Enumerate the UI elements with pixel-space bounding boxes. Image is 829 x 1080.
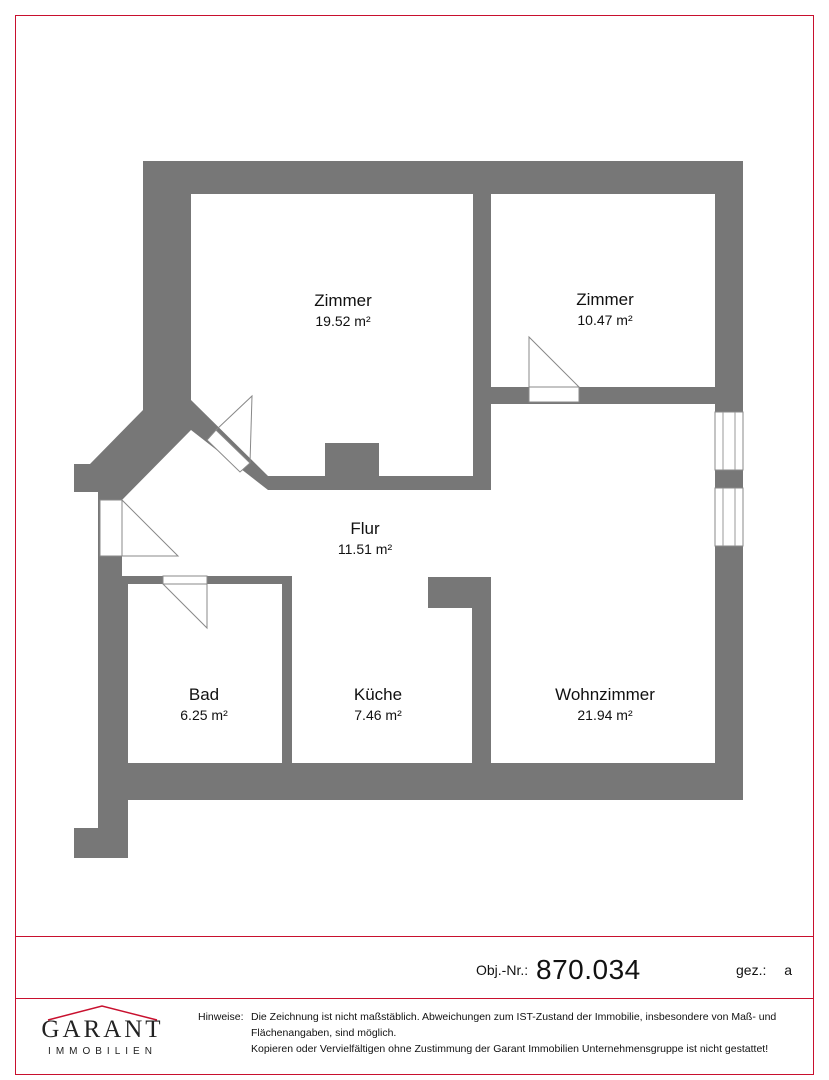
room-flur bbox=[122, 404, 715, 763]
disclaimer-line-3: Kopieren oder Vervielfältigen ohne Zusti… bbox=[251, 1043, 769, 1055]
wall-zimmer2-bottom bbox=[491, 387, 715, 404]
room-area: 7.46 m² bbox=[354, 707, 402, 723]
logo-name: GARANT bbox=[41, 1016, 164, 1043]
room-area: 6.25 m² bbox=[180, 707, 228, 723]
wall-bad-kueche bbox=[282, 576, 292, 763]
drawn-by-label: gez.: bbox=[736, 962, 767, 978]
room-name: Wohnzimmer bbox=[555, 685, 655, 704]
room-area: 10.47 m² bbox=[577, 312, 633, 328]
room-label-kueche: Küche 7.46 m² bbox=[278, 684, 478, 725]
room-area: 19.52 m² bbox=[315, 313, 371, 329]
drawn-by-value: a bbox=[784, 962, 793, 978]
object-number-value: 870.034 bbox=[536, 954, 641, 985]
footer-divider-top bbox=[15, 936, 814, 937]
disclaimer-line-1: Die Zeichnung ist nicht maßstäblich. Abw… bbox=[251, 1011, 777, 1023]
doors bbox=[99, 335, 580, 630]
room-bad bbox=[128, 584, 282, 763]
object-number: Obj.-Nr.: 870.034 bbox=[476, 950, 641, 985]
room-name: Bad bbox=[188, 685, 220, 704]
room-zimmer-1 bbox=[191, 194, 473, 476]
disclaimer-line-2: Flächenangaben, sind möglich. bbox=[251, 1027, 397, 1039]
disclaimer: Hinweise: Die Zeichnung ist nicht maßstä… bbox=[198, 1009, 810, 1057]
disclaimer-label: Hinweise: bbox=[198, 1011, 244, 1023]
wall-zimmer-divider bbox=[473, 194, 491, 490]
wall-pillar bbox=[428, 577, 491, 608]
windows bbox=[714, 411, 744, 547]
room-name: Küche bbox=[353, 685, 403, 704]
room-label-zimmer-1: Zimmer 19.52 m² bbox=[243, 290, 443, 331]
room-label-wohnzimmer: Wohnzimmer 21.94 m² bbox=[505, 684, 705, 725]
room-label-bad: Bad 6.25 m² bbox=[104, 684, 304, 725]
room-zimmer-2 bbox=[491, 194, 715, 387]
garant-logo: GARANT IMMOBILIEN bbox=[30, 1005, 175, 1062]
room-label-zimmer-2: Zimmer 10.47 m² bbox=[505, 289, 705, 330]
page-frame bbox=[15, 15, 814, 1075]
wall-kitchen-divider bbox=[472, 577, 491, 763]
room-interiors bbox=[122, 194, 715, 763]
logo-roof-icon bbox=[47, 1005, 158, 1021]
wall-chimney bbox=[325, 443, 379, 483]
object-number-label: Obj.-Nr.: bbox=[476, 962, 529, 978]
drawn-by: gez.: a bbox=[736, 962, 792, 978]
interior-walls bbox=[282, 194, 715, 763]
room-area: 21.94 m² bbox=[577, 707, 633, 723]
room-name: Zimmer bbox=[576, 290, 634, 309]
footer-divider-bottom bbox=[15, 998, 814, 999]
room-label-flur: Flur 11.51 m² bbox=[265, 518, 465, 559]
room-name: Flur bbox=[350, 519, 380, 538]
logo-subtitle: IMMOBILIEN bbox=[48, 1046, 157, 1057]
room-name: Zimmer bbox=[314, 291, 372, 310]
room-area: 11.51 m² bbox=[337, 541, 393, 557]
